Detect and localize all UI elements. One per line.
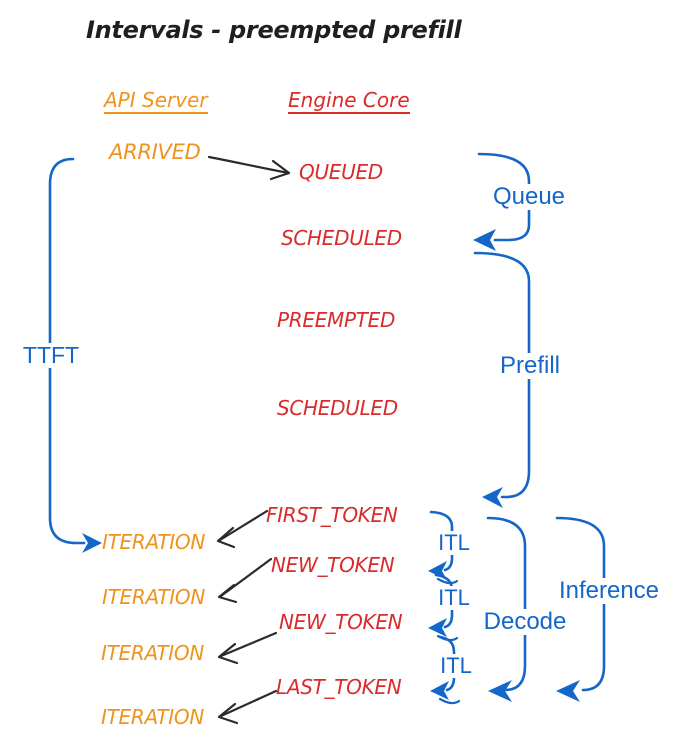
interval-label-ttft: TTFT	[19, 343, 83, 368]
first-token-to-iteration-arrow-icon	[218, 509, 269, 542]
event-arrows	[207, 155, 291, 725]
queue-arrow-icon	[473, 229, 496, 251]
event-iteration-2: ITERATION	[102, 585, 205, 609]
new-token-to-iteration-arrow-icon	[219, 631, 278, 658]
itl-arrow-icon	[428, 618, 447, 637]
interval-label-queue: Queue	[489, 184, 569, 210]
last-token-to-iteration-arrow-icon	[219, 689, 278, 718]
ttft-bracket	[48, 157, 102, 553]
interval-label-inference: Inference	[555, 578, 663, 604]
column-header-engine-core: Engine Core	[288, 88, 410, 114]
inference-bracket	[555, 516, 606, 702]
event-scheduled-1: SCHEDULED	[281, 226, 402, 250]
interval-label-itl-3: ITL	[437, 654, 475, 678]
event-last-token: LAST_TOKEN	[276, 675, 402, 699]
event-queued: QUEUED	[299, 160, 383, 184]
decode-arrow-icon	[488, 680, 512, 702]
interval-label-prefill: Prefill	[496, 353, 564, 379]
event-iteration-1: ITERATION	[102, 530, 205, 554]
prefill-bracket	[473, 251, 531, 508]
event-iteration-4: ITERATION	[101, 705, 204, 729]
event-new-token-2: NEW_TOKEN	[279, 610, 403, 634]
event-preempted: PREEMPTED	[277, 308, 396, 332]
event-first-token: FIRST_TOKEN	[266, 503, 398, 527]
arrived-to-queued-arrow-icon	[207, 155, 291, 175]
column-header-api-server: API Server	[104, 88, 208, 114]
interval-label-itl-2: ITL	[435, 586, 473, 610]
decode-bracket	[486, 516, 527, 702]
inference-arrow-icon	[556, 680, 580, 702]
ttft-arrow-icon	[82, 533, 102, 553]
interval-label-itl-1: ITL	[435, 531, 473, 555]
interval-label-decode: Decode	[480, 609, 570, 635]
itl-arrow-icon	[430, 681, 449, 700]
prefill-arrow-icon	[482, 487, 503, 508]
event-iteration-3: ITERATION	[101, 641, 204, 665]
event-new-token-1: NEW_TOKEN	[271, 553, 395, 577]
event-scheduled-2: SCHEDULED	[277, 396, 398, 420]
event-arrived: ARRIVED	[109, 140, 201, 164]
page-title: Intervals - preempted prefill	[86, 16, 462, 44]
